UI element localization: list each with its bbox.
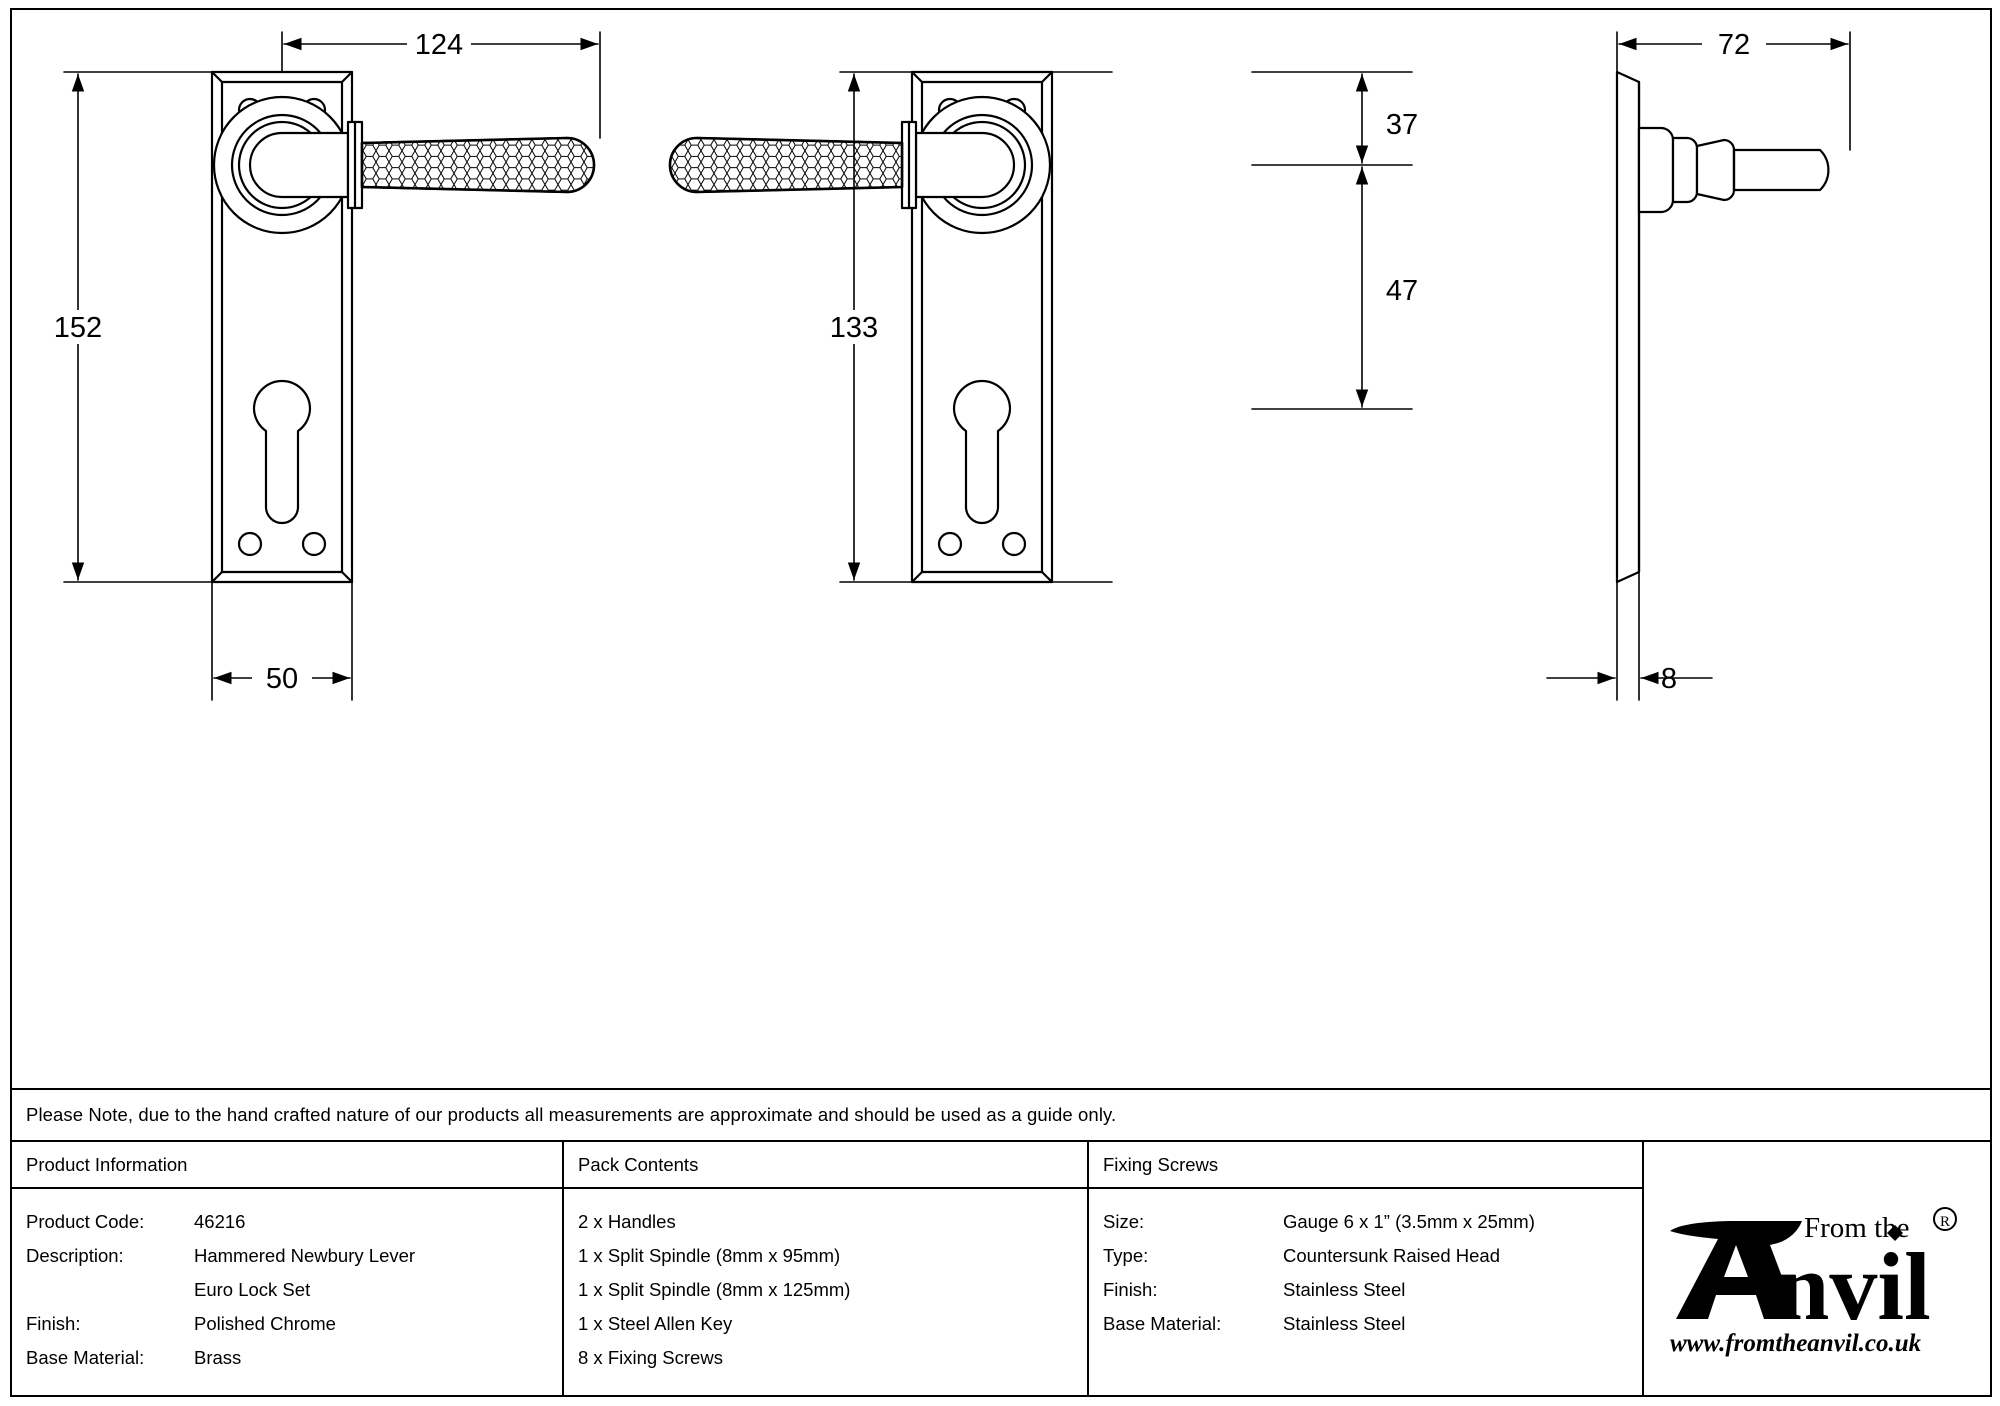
list-item: 1 x Split Spindle (8mm x 95mm) xyxy=(578,1245,841,1266)
table-row: Product Code: 46216 xyxy=(26,1205,562,1239)
dimension-label-50: 50 xyxy=(266,663,298,695)
view-side-profile xyxy=(1615,70,1830,584)
dimension-label-124: 124 xyxy=(415,29,463,61)
dimension-label-8: 8 xyxy=(1661,663,1677,695)
pack-contents-body: 2 x Handles 1 x Split Spindle (8mm x 95m… xyxy=(564,1189,1087,1395)
table-row: Base Material: Brass xyxy=(26,1341,562,1375)
description-value-line2: Euro Lock Set xyxy=(194,1279,311,1300)
product-technical-drawing: 124 152 50 xyxy=(42,28,1851,701)
base-material-label: Base Material: xyxy=(26,1347,145,1368)
dimension-72 xyxy=(1616,28,1851,151)
product-information-body: Product Code: 46216 Description: Hammere… xyxy=(12,1189,562,1395)
description-label: Description: xyxy=(26,1245,124,1266)
pack-contents-header: Pack Contents xyxy=(564,1142,1087,1189)
list-item: 1 x Split Spindle (8mm x 125mm) xyxy=(578,1279,851,1300)
logo-website-text: www.fromtheanvil.co.uk xyxy=(1670,1330,1922,1357)
brand-logo-column: From the nvil R www.fromtheanvil.co.uk xyxy=(1642,1142,1990,1395)
brand-logo-body: From the nvil R www.fromtheanvil.co.uk xyxy=(1644,1142,1990,1395)
dimension-50 xyxy=(211,581,353,701)
screw-base-material-label: Base Material: xyxy=(1103,1313,1222,1334)
dimension-label-37: 37 xyxy=(1386,109,1418,141)
dimension-124 xyxy=(281,28,601,139)
fixing-screws-column: Fixing Screws Size: Gauge 6 x 1” (3.5mm … xyxy=(1087,1142,1642,1395)
from-the-anvil-logo: From the nvil R www.fromtheanvil.co.uk xyxy=(1670,1206,1957,1357)
svg-text:R: R xyxy=(1940,1214,1950,1230)
table-row: Description: Euro Lock Set xyxy=(26,1273,562,1307)
product-code-label: Product Code: xyxy=(26,1211,145,1232)
dimension-47 xyxy=(1251,166,1413,410)
table-row: Type: Countersunk Raised Head xyxy=(1103,1239,1642,1273)
screw-type-label: Type: xyxy=(1103,1245,1149,1266)
screw-finish-label: Finish: xyxy=(1103,1279,1158,1300)
dimension-label-47: 47 xyxy=(1386,275,1418,307)
product-code-value: 46216 xyxy=(194,1211,246,1232)
specification-table: Product Information Product Code: 46216 … xyxy=(10,1142,1992,1397)
screw-base-material-value: Stainless Steel xyxy=(1283,1313,1406,1334)
table-row: Description: Hammered Newbury Lever xyxy=(26,1239,562,1273)
dimension-8 xyxy=(1546,571,1713,701)
fixing-screws-body: Size: Gauge 6 x 1” (3.5mm x 25mm) Type: … xyxy=(1089,1189,1642,1395)
product-information-header: Product Information xyxy=(12,1142,562,1189)
registered-trademark-icon: R xyxy=(1933,1206,1957,1231)
dimension-label-72: 72 xyxy=(1718,29,1750,61)
logo-from-the-text: From the xyxy=(1804,1212,1910,1244)
view-front-right-hand xyxy=(210,70,596,584)
dimension-37 xyxy=(1251,71,1413,166)
screw-type-value: Countersunk Raised Head xyxy=(1283,1245,1500,1266)
table-row: Finish: Polished Chrome xyxy=(26,1307,562,1341)
table-row: Finish: Stainless Steel xyxy=(1103,1273,1642,1307)
product-information-column: Product Information Product Code: 46216 … xyxy=(12,1142,562,1395)
logo-anvil-text: nvil xyxy=(1776,1233,1931,1340)
table-row: Base Material: Stainless Steel xyxy=(1103,1307,1642,1341)
finish-value: Polished Chrome xyxy=(194,1313,336,1334)
screw-finish-value: Stainless Steel xyxy=(1283,1279,1406,1300)
fixing-screws-header: Fixing Screws xyxy=(1089,1142,1642,1189)
disclaimer-note-bar: Please Note, due to the hand crafted nat… xyxy=(10,1090,1992,1142)
drawing-panel: 124 152 50 xyxy=(10,8,1992,1090)
screw-size-value: Gauge 6 x 1” (3.5mm x 25mm) xyxy=(1283,1211,1535,1232)
pack-contents-column: Pack Contents 2 x Handles 1 x Split Spin… xyxy=(562,1142,1087,1395)
disclaimer-note-text: Please Note, due to the hand crafted nat… xyxy=(26,1104,1117,1125)
diamond-icon xyxy=(1887,1224,1903,1241)
list-item: 2 x Handles xyxy=(578,1211,676,1232)
dimension-label-152: 152 xyxy=(54,312,102,344)
dimension-133 xyxy=(818,71,1113,583)
view-front-left-hand xyxy=(668,70,1054,584)
table-row: Size: Gauge 6 x 1” (3.5mm x 25mm) xyxy=(1103,1205,1642,1239)
finish-label: Finish: xyxy=(26,1313,81,1334)
dimension-label-133: 133 xyxy=(830,312,878,344)
dimension-152 xyxy=(42,71,213,583)
anvil-icon xyxy=(1670,1220,1802,1319)
list-item: 8 x Fixing Screws xyxy=(578,1347,723,1368)
base-material-value: Brass xyxy=(194,1347,242,1368)
screw-size-label: Size: xyxy=(1103,1211,1145,1232)
description-value-line1: Hammered Newbury Lever xyxy=(194,1245,416,1266)
list-item: 1 x Steel Allen Key xyxy=(578,1313,733,1334)
